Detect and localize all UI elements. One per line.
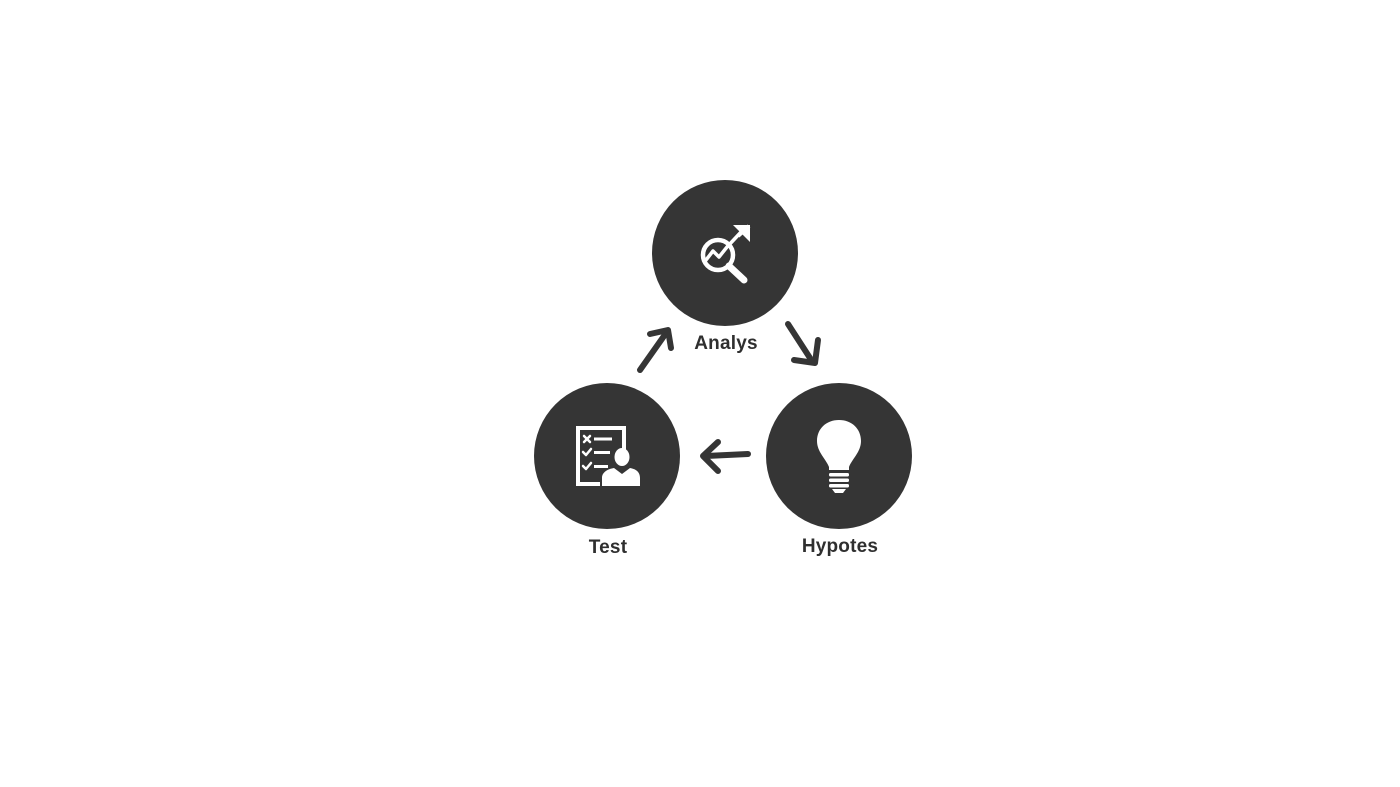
label-analys: Analys — [694, 333, 758, 354]
label-test: Test — [588, 537, 628, 558]
node-test — [534, 383, 680, 529]
checklist-person-icon — [576, 426, 640, 486]
label-hypotes: Hypotes — [801, 536, 879, 557]
arrow-down-right-icon — [785, 321, 821, 366]
node-analys — [652, 180, 798, 326]
arrow-left-icon — [700, 439, 751, 474]
analytics-magnifier-icon — [700, 224, 751, 284]
arrow-up-right-icon — [637, 327, 674, 373]
node-hypotes — [766, 383, 912, 529]
lightbulb-icon — [817, 420, 861, 493]
